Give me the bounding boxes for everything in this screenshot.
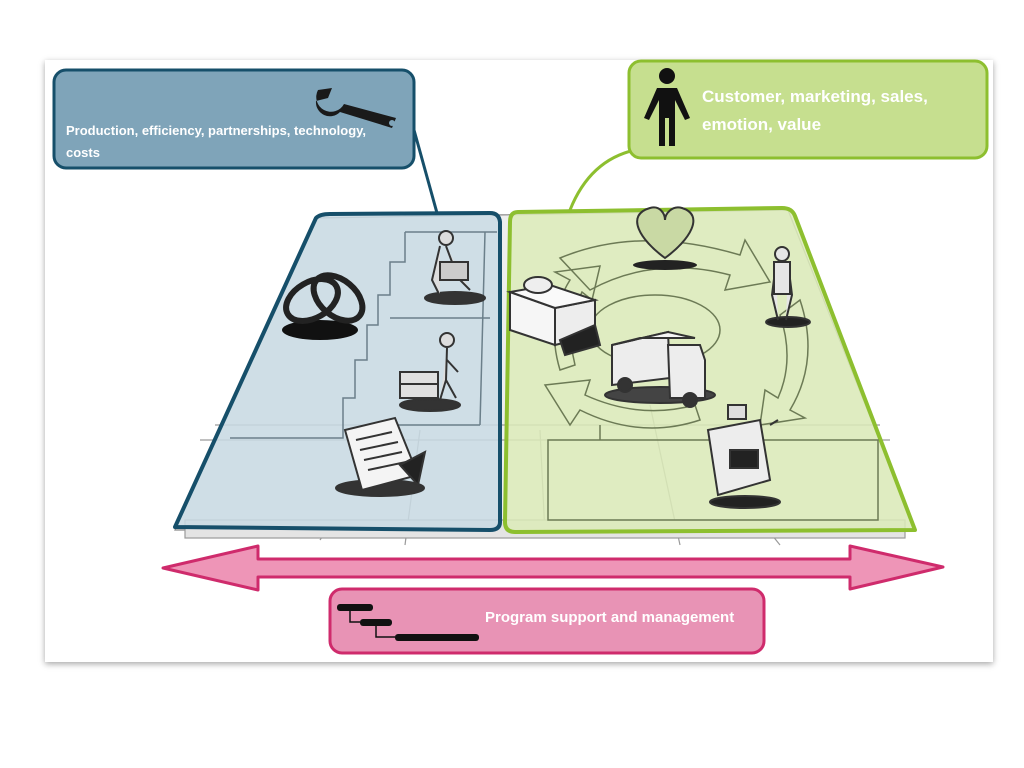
customer-connector [568, 148, 636, 211]
technology-callout-text: Production, efficiency, partnerships, te… [66, 123, 367, 160]
delivery-truck-icon [604, 330, 716, 408]
technology-connector [412, 129, 439, 214]
technology-callout [52, 68, 416, 170]
customer-figure-icon [765, 246, 811, 328]
double-arrow [161, 544, 945, 592]
gantt-chart-icon [337, 604, 479, 641]
customer-callout-text: Customer, marketing, sales, emotion, val… [702, 87, 928, 134]
person-icon [644, 68, 690, 146]
program-support-callout-text: Program support and management [485, 609, 735, 626]
wrench-icon [315, 88, 396, 128]
key-partners-activities-panel [173, 211, 502, 532]
contract-document-icon [335, 416, 427, 497]
delivery-worker-icon [399, 332, 461, 412]
worker-icon [424, 230, 486, 305]
customer-callout [627, 59, 989, 160]
cash-register-icon [706, 404, 781, 509]
partnership-rings-icon [282, 272, 366, 340]
heart-icon [633, 206, 697, 270]
program-support-callout [328, 587, 766, 655]
gift-box-icon [506, 276, 602, 357]
customer-value-panel [503, 206, 917, 534]
